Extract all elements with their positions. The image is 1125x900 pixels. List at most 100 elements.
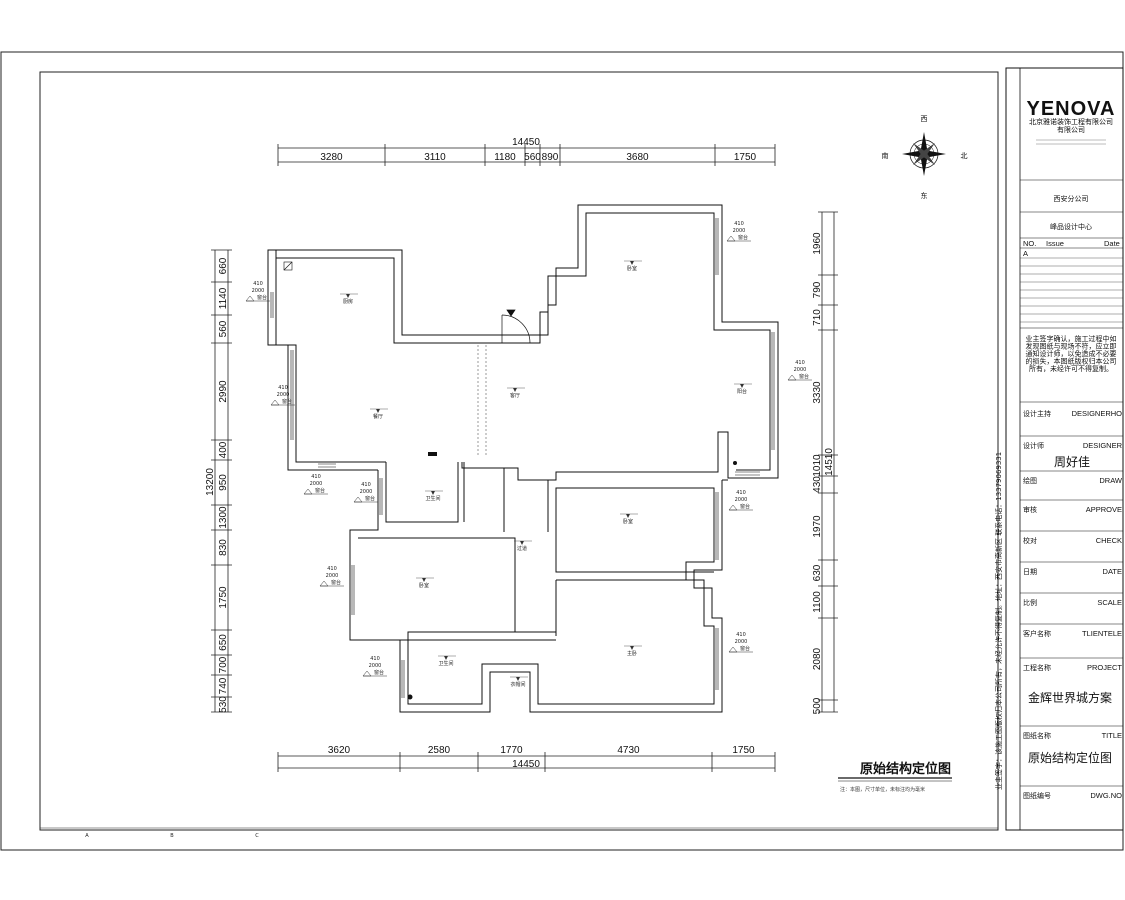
window-tag-width: 2000 (326, 573, 339, 579)
bottom-dimension-label: 2580 (428, 745, 451, 756)
title-row-eng: APPROVE (1086, 505, 1122, 514)
window-tag-height: 410 (736, 490, 746, 496)
title-row-eng: TITLE (1102, 731, 1122, 740)
window-tag-height: 410 (311, 474, 321, 480)
title-row-value: 金辉世界城方案 (1028, 690, 1112, 705)
window-tag-label: 窗台 (374, 669, 384, 676)
notice-line: 业主签字确认，施工过程中如 (1026, 334, 1117, 343)
company-name-2: 有限公司 (1057, 125, 1085, 134)
drawing-note: 注：本图，尺寸单位，未标注均为毫米 (840, 786, 925, 793)
top-dimension-label: 3110 (424, 152, 446, 163)
title-row-label: 日期 (1023, 568, 1037, 576)
top-dimension-label: 1750 (734, 152, 757, 163)
grid-mark: A (85, 833, 89, 839)
title-row-label: 图纸编号 (1023, 791, 1051, 800)
right-dimension-label: 1010 (812, 454, 823, 477)
left-dimension-label: 1750 (218, 586, 229, 609)
room-label: 客厅 (510, 392, 520, 399)
top-dimension-label: 3280 (320, 152, 343, 163)
entry-door (501, 309, 531, 344)
right-dimension-label: 2080 (812, 647, 823, 670)
window-tag-width: 2000 (735, 639, 748, 645)
window-tag-label: 窗台 (740, 503, 750, 510)
vertical-contact-text: 业主签字：该施工图版权归本公司所有，未经允许不得复制。地址：西安市高新区 联系电… (994, 452, 1003, 790)
right-dimension-label: 3330 (812, 381, 823, 404)
window-tag-height: 410 (736, 632, 746, 638)
compass-west: 西 (921, 115, 928, 123)
top-dimension-label: 560 (524, 152, 541, 163)
title-row-eng: TLIENTELE (1082, 629, 1122, 638)
room-label: 卧室 (623, 518, 633, 525)
title-row-label: 设计主持 (1023, 409, 1051, 418)
left-dimension-label: 830 (218, 539, 229, 556)
left-dimension-label: 950 (218, 474, 229, 491)
title-row-eng: DESIGNERHO (1072, 409, 1123, 418)
title-row-label: 设计师 (1023, 441, 1044, 450)
window-tag-height: 410 (795, 360, 805, 366)
top-dimension-label: 890 (542, 152, 559, 163)
window-tag-width: 2000 (277, 392, 290, 398)
room-label: 卧室 (627, 265, 637, 272)
window-tag-width: 2000 (252, 288, 265, 294)
top-total-dimension: 14450 (512, 137, 540, 148)
title-row-eng: DWG.NO (1090, 791, 1122, 800)
sheet-border (0, 51, 1124, 851)
branch-name: 西安分公司 (1054, 194, 1089, 203)
revision-header: NO. (1023, 239, 1036, 248)
window-tag-width: 2000 (794, 367, 807, 373)
window-tag-width: 2000 (369, 663, 382, 669)
title-row-label: 校对 (1023, 536, 1037, 545)
window-tag-height: 410 (361, 482, 371, 488)
revision-header: Issue (1046, 239, 1064, 248)
grid-mark: C (255, 833, 259, 839)
left-dimension-label: 530 (218, 696, 229, 713)
title-row-eng: DATE (1103, 567, 1122, 576)
window-tag-label: 窗台 (315, 487, 325, 494)
window-tag-label: 窗台 (799, 373, 809, 380)
inner-frame (39, 71, 999, 831)
window-tag-width: 2000 (733, 228, 746, 234)
window-tag-height: 410 (734, 221, 744, 227)
compass-north: 北 (961, 152, 968, 160)
left-dimension-chain: 6601140560299040095013008301750650700740… (211, 249, 232, 713)
window-tag-height: 410 (278, 385, 288, 391)
left-dimension-label: 1300 (218, 506, 229, 529)
notice-line: 所有，未经许可不得复制。 (1029, 364, 1113, 373)
company-logo: YENOVA (1027, 98, 1116, 120)
room-label: 厨房 (343, 298, 353, 305)
room-label: 餐厅 (373, 413, 383, 420)
title-row-value: 周好佳 (1054, 455, 1090, 469)
notice-text: 业主签字确认，施工过程中如发现图纸与现场不符，应立即通知设计师，以免造成不必要的… (1026, 334, 1117, 373)
right-dimension-label: 430 (812, 476, 823, 493)
title-row-eng: CHECK (1096, 536, 1122, 545)
title-row-value: 原始结构定位图 (1028, 750, 1112, 765)
left-dimension-label: 2990 (218, 380, 229, 403)
window-tag-label: 窗台 (365, 495, 375, 502)
left-dimension-label: 650 (218, 634, 229, 651)
title-row-label: 审核 (1023, 505, 1037, 514)
bottom-dimension-label: 1750 (732, 745, 755, 756)
notice-line: 通知设计师，以免造成不必要 (1026, 349, 1117, 358)
room-label: 阳台 (737, 388, 747, 395)
title-row-eng: DESIGNER (1083, 441, 1123, 450)
room-label: 衣帽间 (510, 681, 525, 688)
window-tag-height: 410 (327, 566, 337, 572)
title-row-label: 图纸名称 (1023, 731, 1051, 740)
fixture-dots (283, 261, 737, 700)
window-tag-label: 窗台 (331, 579, 341, 586)
bottom-dimension-label: 3620 (328, 745, 351, 756)
window-tag-label: 窗台 (282, 398, 292, 405)
left-dimension-label: 1140 (218, 287, 229, 309)
window-tag-height: 410 (370, 656, 380, 662)
title-row-label: 客户名称 (1023, 629, 1051, 638)
top-dimension-label: 1180 (494, 152, 516, 163)
walls (267, 204, 779, 713)
right-dimension-label: 1970 (812, 515, 823, 538)
drawing-title: 原始结构定位图 (860, 761, 951, 777)
design-center: 峰品设计中心 (1050, 222, 1092, 231)
